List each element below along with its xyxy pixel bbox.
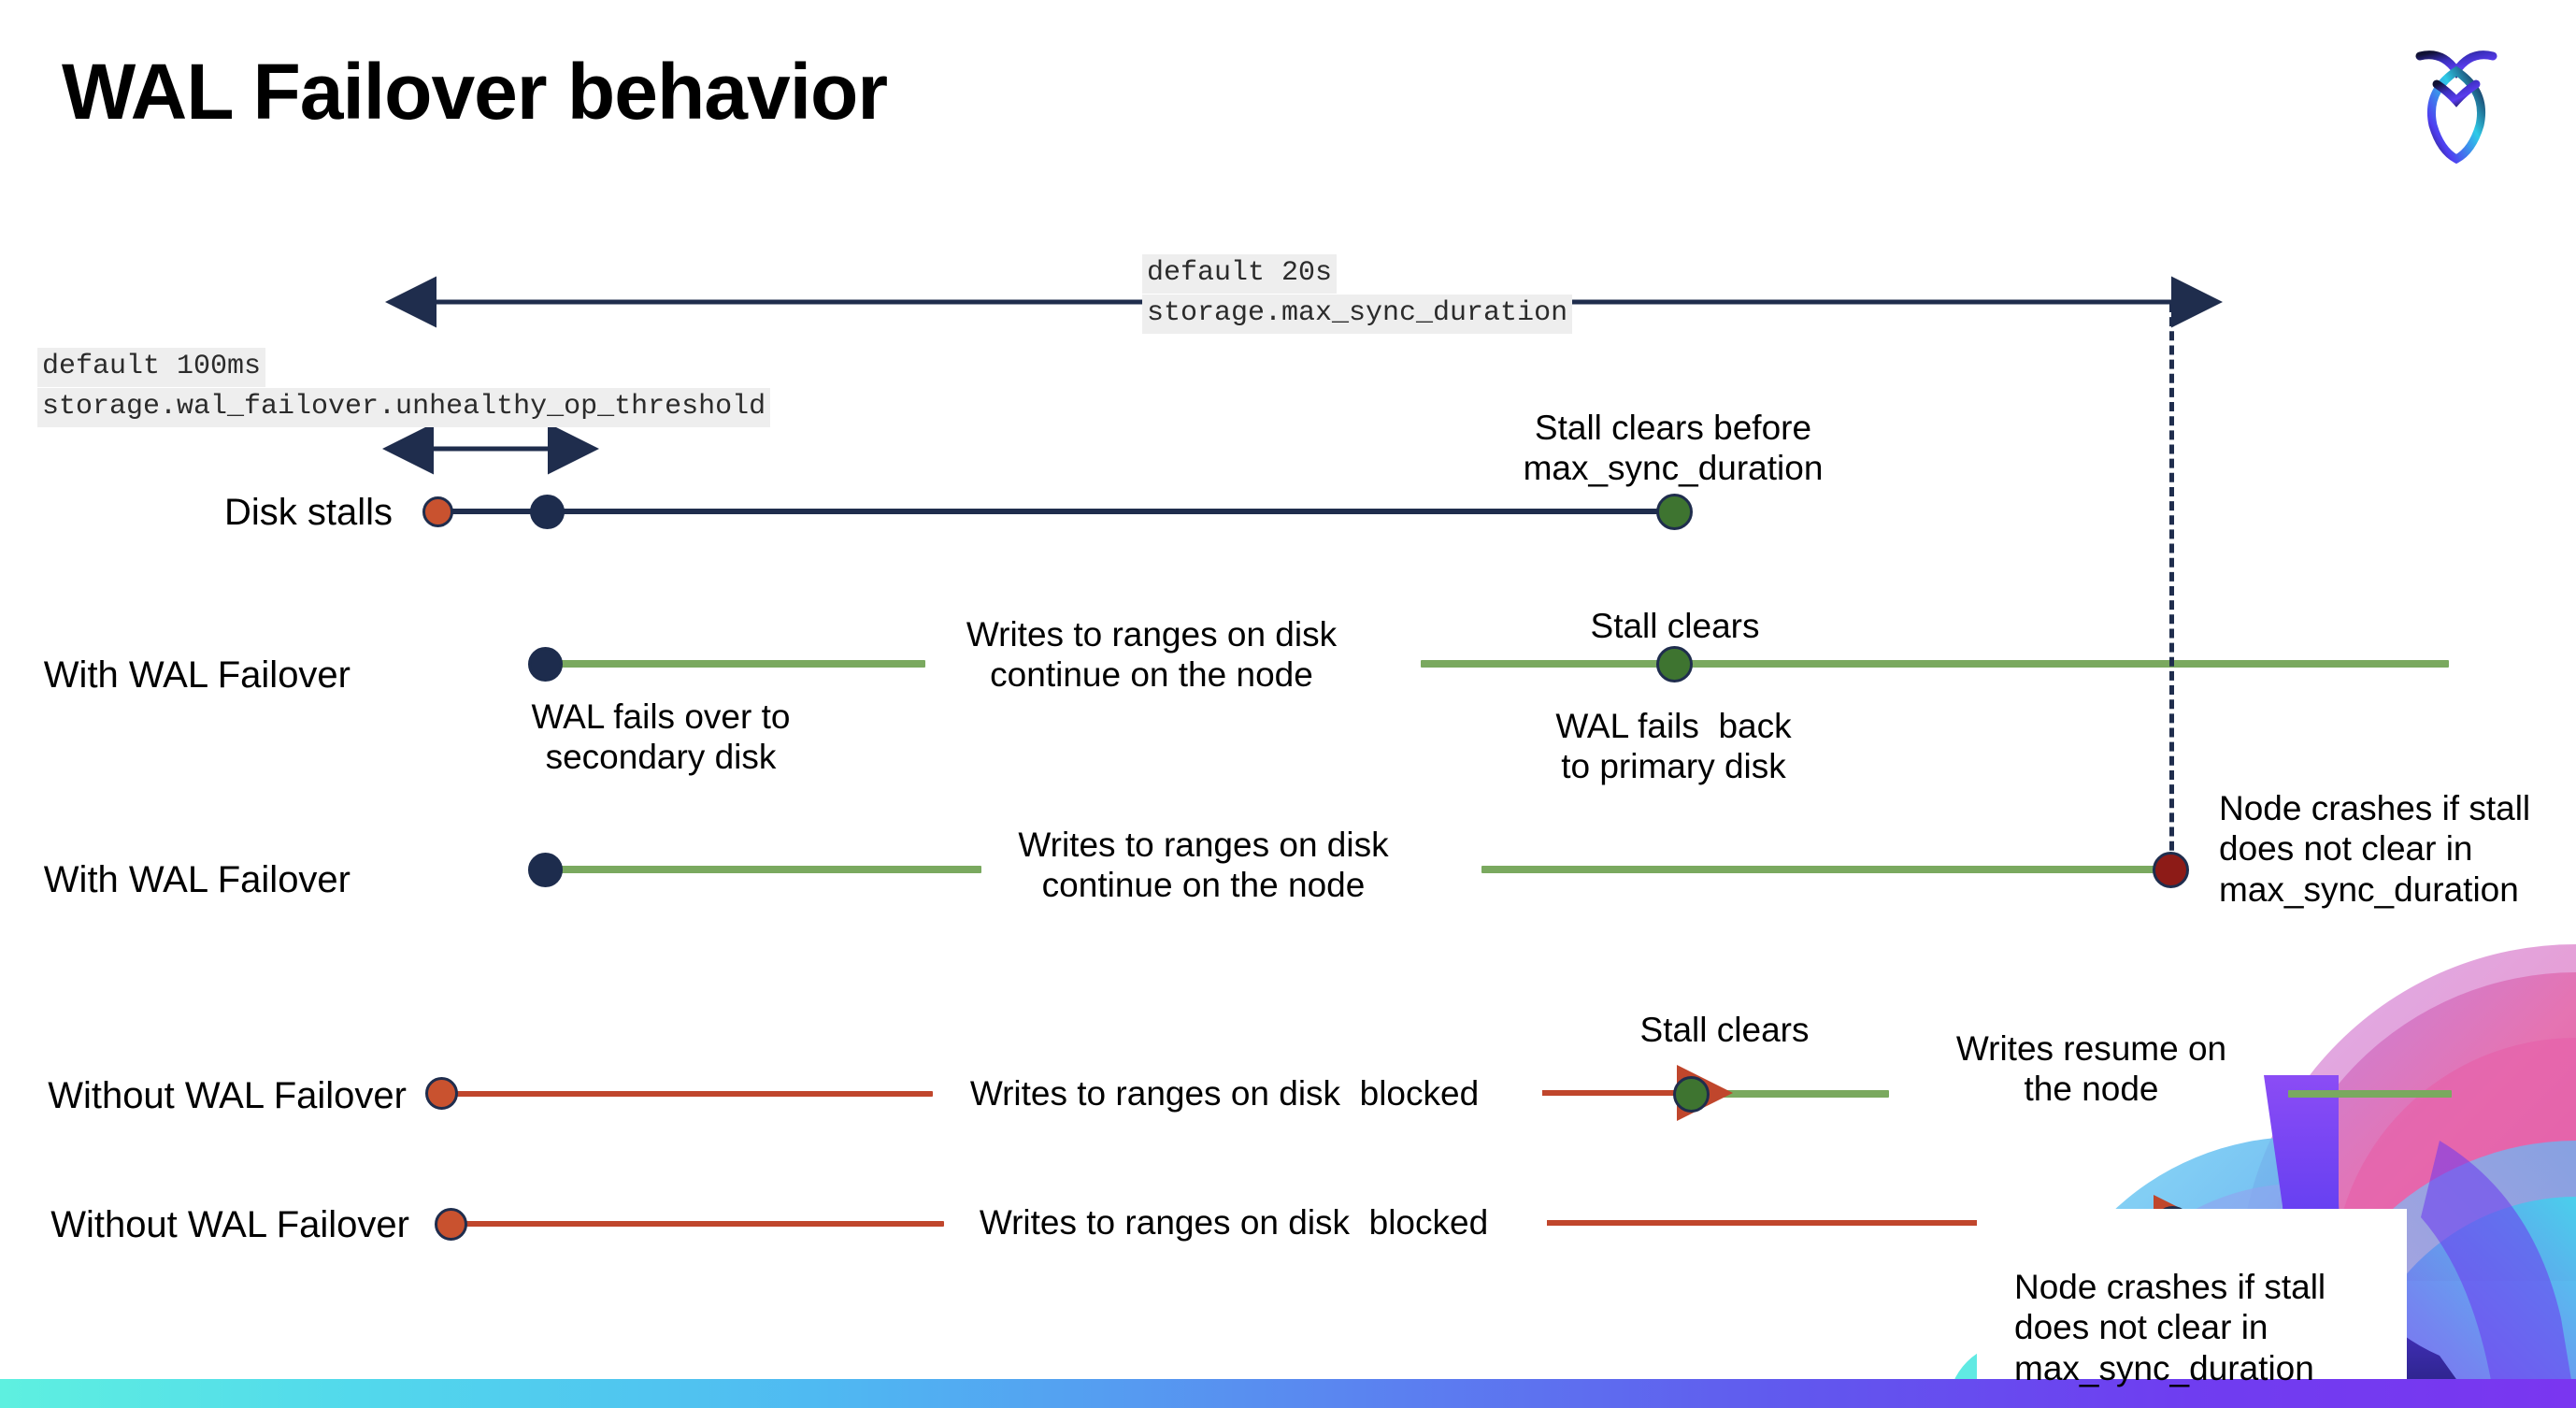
bottom-gradient-bar xyxy=(0,1379,2576,1408)
wf2-segment-b xyxy=(1481,866,2173,873)
annotation-node-crashes-1: Node crashes if stall does not clear in … xyxy=(2219,789,2531,909)
annotation-node-crashes-2: Node crashes if stall does not clear in … xyxy=(2014,1268,2326,1387)
chip-unhealthy-op-threshold-line2: storage.wal_failover.unhealthy_op_thresh… xyxy=(37,388,771,427)
wo1-stall-clear-dot xyxy=(1673,1076,1710,1113)
cockroachdb-logo xyxy=(2415,50,2497,165)
chip-max-sync-duration-line1: default 20s xyxy=(1142,254,1338,294)
wf2-segment-a xyxy=(542,866,981,873)
wf2-failover-dot xyxy=(528,853,563,887)
disk-stalls-timeline xyxy=(439,509,1675,514)
annotation-writes-blocked-1: Writes to ranges on disk blocked xyxy=(969,1074,1480,1113)
annotation-stall-clears-2: Stall clears xyxy=(1639,1011,1810,1049)
chip-max-sync-duration-line2: storage.max_sync_duration xyxy=(1142,295,1573,334)
wf1-failover-dot xyxy=(528,647,563,682)
wo2-stall-start-dot xyxy=(435,1208,467,1241)
annotation-stall-clears-before: Stall clears before max_sync_duration xyxy=(1523,409,1824,488)
annotation-stall-clears-1: Stall clears xyxy=(1590,607,1760,645)
annotation-wal-fails-over: WAL fails over to secondary disk xyxy=(531,697,791,777)
chip-unhealthy-op-threshold-line1: default 100ms xyxy=(37,348,266,387)
wo1-stall-start-dot xyxy=(425,1077,458,1110)
wf1-stall-clear-dot xyxy=(1656,646,1693,682)
row-label-with-wal-failover-2: With WAL Failover xyxy=(43,859,351,900)
annotation-writes-blocked-2: Writes to ranges on disk blocked xyxy=(979,1203,1489,1242)
row-label-with-wal-failover-1: With WAL Failover xyxy=(43,654,351,696)
row-label-without-wal-failover-2: Without WAL Failover xyxy=(50,1204,409,1245)
wo1-segment-blocked-a xyxy=(447,1091,933,1097)
disk-stall-start-dot xyxy=(422,496,453,527)
row-label-without-wal-failover-1: Without WAL Failover xyxy=(48,1075,407,1116)
annotation-writes-resume: Writes resume on the node xyxy=(1955,1029,2227,1109)
wf1-segment-b xyxy=(1421,660,2449,668)
annotation-writes-continue-1: Writes to ranges on disk continue on the… xyxy=(966,615,1338,695)
disk-stall-clear-dot xyxy=(1656,494,1693,530)
row-label-disk-stalls: Disk stalls xyxy=(223,492,393,533)
max-sync-duration-dashed-guide xyxy=(2169,303,2174,879)
wo1-segment-resume-a xyxy=(1707,1090,1889,1098)
annotation-writes-continue-2: Writes to ranges on disk continue on the… xyxy=(1018,826,1389,905)
wo1-segment-resume-b xyxy=(2288,1090,2452,1098)
wo1-blocked-arrow xyxy=(1542,1065,1733,1121)
wf2-node-crash-dot xyxy=(2153,852,2189,888)
disk-stall-threshold-dot xyxy=(530,495,565,529)
wo2-segment-blocked-a xyxy=(458,1221,944,1227)
unhealthy-op-threshold-span-arrow xyxy=(382,423,599,475)
wf1-segment-a xyxy=(542,660,925,668)
annotation-wal-fails-back: WAL fails back to primary disk xyxy=(1555,707,1792,786)
page-title: WAL Failover behavior xyxy=(62,48,888,136)
